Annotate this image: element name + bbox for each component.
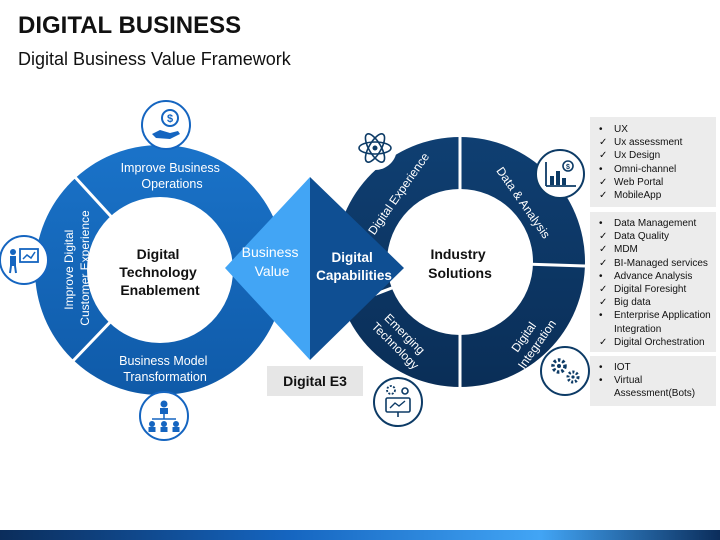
- atom-icon: [353, 126, 397, 170]
- list-item: •UX: [599, 124, 628, 135]
- list-item: ✓MDM: [599, 244, 638, 256]
- svg-text:Improve Digital Custom: Improve Digital Customer Experience: [62, 210, 92, 326]
- diamond-right-half: [310, 177, 404, 360]
- list-item: ✓Digital Orchestration: [599, 336, 705, 348]
- gears-icon: [540, 346, 590, 396]
- page-subtitle: Digital Business Value Framework: [18, 49, 291, 69]
- presenter-icon: [0, 235, 49, 285]
- list-item: •Virtual Assessment(Bots): [599, 375, 696, 400]
- right-ring-center: [387, 189, 533, 335]
- list-item: ✓ MobileApp: [599, 190, 662, 202]
- list-item: •IOT: [599, 362, 631, 373]
- org-chart-icon: [139, 391, 189, 441]
- segment-improve-operations: Improve Business Operations: [121, 161, 224, 191]
- list-item: ✓Data Quality: [599, 231, 670, 243]
- list-item: •Omni-channel: [599, 163, 677, 175]
- list-item: •Advance Analysis: [599, 270, 693, 282]
- right-center-label: Industry Solutions: [428, 246, 492, 281]
- left-center-label: Digital Technology Enablement: [119, 246, 200, 298]
- list-item: ✓Big data: [599, 297, 651, 309]
- diamond-left-half: [225, 177, 310, 360]
- center-diamond: Business Value Digital Capabilities: [225, 177, 404, 360]
- analytics-chart-icon: $: [535, 149, 585, 199]
- list-item: •Data Management: [599, 218, 697, 229]
- list-box-iot: •IOT •Virtual Assessment(Bots): [590, 356, 716, 406]
- digital-capabilities-label: Digital Capabilities: [316, 250, 392, 283]
- list-item: ✓ Web Portal: [599, 176, 664, 188]
- svg-text:$: $: [566, 164, 570, 171]
- list-item: ✓Ux assessment: [599, 137, 683, 149]
- svg-text:Digital E3: Digital E3: [283, 373, 347, 389]
- list-item: ✓Ux Design: [599, 150, 661, 162]
- left-ring-center: [87, 197, 233, 343]
- svg-text:$: $: [167, 113, 173, 125]
- money-hand-icon: $: [141, 100, 191, 150]
- right-ring: Digital Experience Data & Analysis Digit…: [335, 137, 586, 387]
- footer-gradient-bar: [0, 530, 720, 540]
- list-box-ux: •UX ✓Ux assessment ✓Ux Design •Omni-chan…: [590, 117, 716, 207]
- page-title: DIGITAL BUSINESS: [18, 12, 242, 39]
- business-value-label: Business Value: [242, 244, 303, 279]
- list-box-data: •Data Management ✓Data Quality ✓MDM ✓BI-…: [590, 212, 716, 352]
- segment-customer-experience: Improve Digital Customer Experience: [62, 210, 92, 326]
- list-item: ✓BI-Managed services: [599, 257, 708, 269]
- list-item: •Enterprise Application Integration: [599, 310, 711, 335]
- left-ring: Improve Business Operations Business Mod…: [35, 145, 285, 395]
- list-item: ✓Digital Foresight: [599, 284, 687, 296]
- segment-business-model: Business Model Transformation: [119, 354, 211, 384]
- tech-board-icon: [373, 377, 423, 427]
- digital-e3-badge: Digital E3: [267, 366, 363, 396]
